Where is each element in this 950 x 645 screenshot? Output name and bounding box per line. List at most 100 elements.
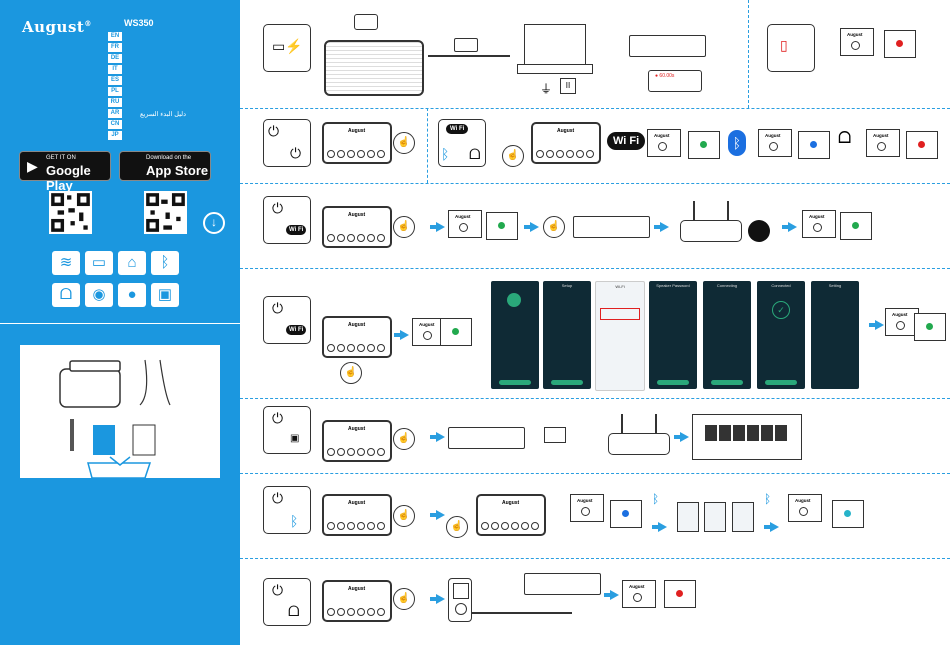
led-status-callout: ● 60.00s (648, 70, 702, 92)
speaker-front-mini: August (802, 210, 836, 238)
step-power-on-off: ⏻ ⏻ (263, 119, 311, 167)
home-icon: ⌂ (118, 251, 146, 275)
speaker-control-panel: August (322, 206, 392, 248)
phone-bt-screen (677, 502, 699, 532)
press-hand-icon: ☝ (393, 216, 415, 238)
apple-icon: ● (118, 283, 146, 307)
language-code: FR (108, 43, 122, 52)
step-bluetooth: ⏻ ᛒ (263, 486, 311, 534)
speaker-control-panel: August (322, 420, 392, 462)
arrow-icon (394, 330, 409, 340)
arrow-icon (869, 320, 884, 330)
arrow-icon (674, 432, 689, 442)
arrow-icon (430, 432, 445, 442)
brand-logo: August® (22, 18, 92, 36)
speaker-control-panel: August (531, 122, 601, 164)
qr-code-ios (144, 191, 187, 234)
green-led-icon (700, 141, 707, 148)
arrow-icon (604, 590, 619, 600)
step-wifi-wps: ⏻ Wi Fi (263, 196, 311, 244)
arrow-icon (652, 522, 667, 532)
led-green-blinking (486, 212, 518, 240)
step-mode-switch: Wi Fi ᛒ ᗝ (438, 119, 486, 167)
divider (240, 268, 950, 269)
wifi-list-highlight (600, 308, 640, 320)
power-icon: ⏻ (290, 145, 302, 161)
phone-screen-setup: Setup (543, 281, 591, 389)
step-charging: ▭⚡ (263, 24, 311, 72)
instructions-panel: ▭⚡ ⏚ II ● 60.00s ▯ August ⏻ ⏻ August ☝ W… (240, 0, 950, 645)
language-item-de: DE (108, 53, 186, 64)
language-item-es: ES (108, 75, 186, 86)
arrow-icon (764, 522, 779, 532)
speaker-rear-panel (629, 35, 706, 57)
wifi-badge: Wi Fi (607, 132, 646, 150)
divider (240, 183, 950, 184)
green-led-icon (498, 222, 505, 229)
globe-icon (507, 293, 521, 307)
green-led-icon (452, 328, 459, 335)
speaker-front-mini: August (622, 580, 656, 608)
language-code: DE (108, 54, 122, 63)
wifi-router (680, 201, 742, 242)
language-code: IT (108, 65, 122, 74)
power-icon: ⏻ (268, 123, 280, 139)
step-aux: ⏻ ᗝ (263, 578, 311, 626)
green-led-icon (852, 222, 859, 229)
press-hand-icon: ☝ (393, 505, 415, 527)
language-code: PL (108, 87, 122, 96)
led-blue-blinking (798, 131, 830, 159)
wifi-icon: Wi Fi (286, 325, 307, 335)
bluetooth-icon: ᛒ (764, 492, 772, 506)
press-hand-icon: ☝ (393, 428, 415, 450)
speaker-rear-panel (573, 216, 650, 238)
blue-led-icon (810, 141, 817, 148)
bluetooth-icon: ᛒ (652, 492, 660, 506)
battery-charging-icon: ▭⚡ (272, 38, 303, 54)
android-icon: ◉ (85, 283, 113, 307)
qr-code-android (49, 191, 92, 234)
app-store-badge[interactable]: Download on the App Store (119, 151, 211, 181)
arrow-icon (430, 594, 445, 604)
phone-screen-connected: Connected ✓ (757, 281, 805, 389)
ethernet-icon: ▣ (290, 433, 300, 444)
power-icon: ⏻ (272, 300, 284, 316)
speaker-control-panel: August (476, 494, 546, 536)
google-play-icon: ▶ (27, 158, 38, 174)
phone-bt-screen (704, 502, 726, 532)
usb-cable (428, 55, 510, 57)
wifi-router (608, 414, 670, 455)
language-code: CN (108, 120, 122, 129)
red-led-icon (896, 40, 903, 47)
laptop-base (517, 64, 593, 74)
speaker-control-panel: August (322, 580, 392, 622)
arrow-icon (430, 222, 445, 232)
aux-cable-icon: ᗝ (52, 283, 80, 307)
led-green (914, 313, 946, 341)
download-icon: ↓ (203, 212, 225, 234)
speaker-front-mini: August (788, 494, 822, 522)
speaker-control-panel: August (322, 316, 392, 358)
speaker-control-panel: August (322, 494, 392, 536)
speaker-front-mini: August (647, 129, 681, 157)
press-hand-icon: ☝ (340, 362, 362, 384)
aux-cable-icon: ᗝ (469, 146, 481, 162)
divider (427, 108, 428, 183)
phone-screen-connecting: Connecting (703, 281, 751, 389)
speaker-control-panel: August (322, 122, 392, 164)
ethernet-icon: ▭ (85, 251, 113, 275)
checkmark-icon: ✓ (772, 301, 790, 319)
arrow-icon (430, 510, 445, 520)
speaker-front-mini: August (840, 28, 874, 56)
google-play-badge[interactable]: ▶ GET IT ON Google Play (19, 151, 111, 193)
led-red (664, 580, 696, 608)
bluetooth-icon: ᛒ (290, 513, 299, 529)
wifi-icon: Wi Fi (286, 225, 307, 235)
power-icon: ⏻ (272, 200, 284, 216)
led-red (906, 131, 938, 159)
press-hand-icon: ☝ (393, 588, 415, 610)
wps-press-icon (748, 220, 770, 242)
step-wifi-app: ⏻ Wi Fi (263, 296, 311, 344)
